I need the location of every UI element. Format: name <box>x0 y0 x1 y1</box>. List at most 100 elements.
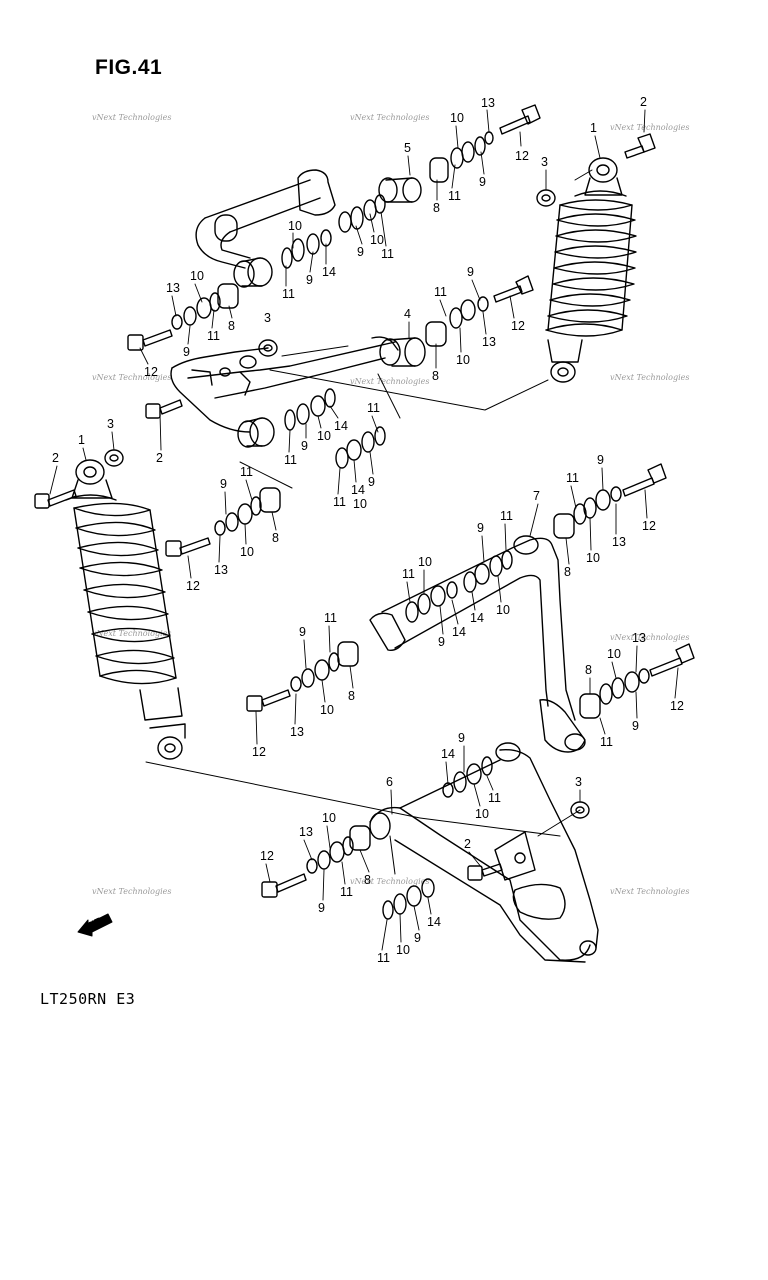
callout: 9 <box>183 345 190 359</box>
leader-lines <box>49 109 679 951</box>
callout: 3 <box>107 417 114 431</box>
callout: 10 <box>450 111 464 125</box>
callout: 12 <box>144 365 158 379</box>
bushing-stack <box>442 756 493 798</box>
callout-labels: 13 10 12 9 11 8 5 10 9 14 9 10 11 11 13 … <box>52 95 684 965</box>
callout: 10 <box>475 807 489 821</box>
callout: 2 <box>156 451 163 465</box>
watermark: vNext Technologies <box>610 123 689 132</box>
callout: 10 <box>353 497 367 511</box>
callout: 11 <box>500 509 513 523</box>
callout: 7 <box>533 489 540 503</box>
callout: 3 <box>264 311 271 325</box>
bushing-stack <box>335 426 386 469</box>
callout: 6 <box>386 775 393 789</box>
callout: 10 <box>456 353 470 367</box>
lower-arm-upper <box>369 535 586 753</box>
callout: 10 <box>418 555 432 569</box>
callout: 11 <box>434 285 447 299</box>
callout: 13 <box>632 631 646 645</box>
callout: 9 <box>467 265 474 279</box>
callout: 13 <box>481 96 495 110</box>
shock-absorber-left <box>65 459 186 760</box>
callout: 10 <box>322 811 336 825</box>
callout: 9 <box>632 719 639 733</box>
callout: 2 <box>52 451 59 465</box>
callout: 11 <box>333 495 346 509</box>
watermark: vNext Technologies <box>92 373 171 382</box>
bushing-stack <box>553 486 622 539</box>
reference-lines <box>145 169 593 875</box>
callout: 3 <box>575 775 582 789</box>
callout: 9 <box>299 625 306 639</box>
bolts <box>34 104 695 898</box>
shock-spring-left <box>73 502 177 685</box>
callout: 8 <box>585 663 592 677</box>
callout: 8 <box>272 531 279 545</box>
bolt <box>261 873 307 898</box>
upper-arm-front <box>170 336 426 448</box>
watermark: vNext Technologies <box>610 373 689 382</box>
bolt <box>467 863 503 881</box>
watermark: vNext Technologies <box>350 877 429 886</box>
watermark: vNext Technologies <box>92 113 171 122</box>
callout: 8 <box>433 201 440 215</box>
bolt <box>622 463 667 497</box>
callout: 13 <box>214 563 228 577</box>
callout: 9 <box>357 245 364 259</box>
callout: 11 <box>488 791 501 805</box>
callout: 11 <box>284 453 297 467</box>
callout: 10 <box>396 943 410 957</box>
callout: 14 <box>470 611 484 625</box>
callout: 13 <box>166 281 180 295</box>
callout: 11 <box>566 471 579 485</box>
callout: 8 <box>348 689 355 703</box>
nut <box>258 339 278 357</box>
callout: 9 <box>318 901 325 915</box>
callout: 3 <box>541 155 548 169</box>
callout: 2 <box>640 95 647 109</box>
callout: 10 <box>607 647 621 661</box>
callout: 12 <box>511 319 525 333</box>
callout: 5 <box>404 141 411 155</box>
bushing-stack <box>284 388 336 431</box>
callout: 11 <box>240 465 253 479</box>
bolt <box>624 133 656 159</box>
callout: 13 <box>482 335 496 349</box>
watermarks: vNext Technologies vNext Technologies vN… <box>92 113 689 896</box>
callout: 9 <box>301 439 308 453</box>
bushing-stack <box>405 550 513 623</box>
nut <box>536 189 556 207</box>
callout: 1 <box>590 121 597 135</box>
callout: 11 <box>207 329 220 343</box>
fwd-arrow-icon: FWD <box>77 913 113 937</box>
callout: 11 <box>340 885 353 899</box>
callout: 11 <box>282 287 295 301</box>
callout: 12 <box>670 699 684 713</box>
model-code: LT250RN E3 <box>40 990 136 1008</box>
callout: 11 <box>600 735 613 749</box>
callout: 14 <box>351 483 365 497</box>
callout: 10 <box>586 551 600 565</box>
bolt <box>246 689 291 712</box>
bolt <box>127 329 173 351</box>
bushing-stack <box>290 641 359 692</box>
callout: 11 <box>377 951 390 965</box>
callout: 1 <box>78 433 85 447</box>
bushing-stack <box>425 296 489 347</box>
bolt <box>165 537 211 557</box>
callout: 12 <box>252 745 266 759</box>
upper-arm-rear <box>195 169 422 288</box>
watermark: vNext Technologies <box>350 113 429 122</box>
callout: 10 <box>190 269 204 283</box>
callout: 8 <box>564 565 571 579</box>
callout: 9 <box>479 175 486 189</box>
bolt <box>34 489 77 509</box>
watermark: vNext Technologies <box>92 629 171 638</box>
callout: 10 <box>496 603 510 617</box>
callout: 11 <box>381 247 394 261</box>
callout: 9 <box>458 731 465 745</box>
callout: 12 <box>260 849 274 863</box>
callout: 9 <box>368 475 375 489</box>
callout: 12 <box>186 579 200 593</box>
